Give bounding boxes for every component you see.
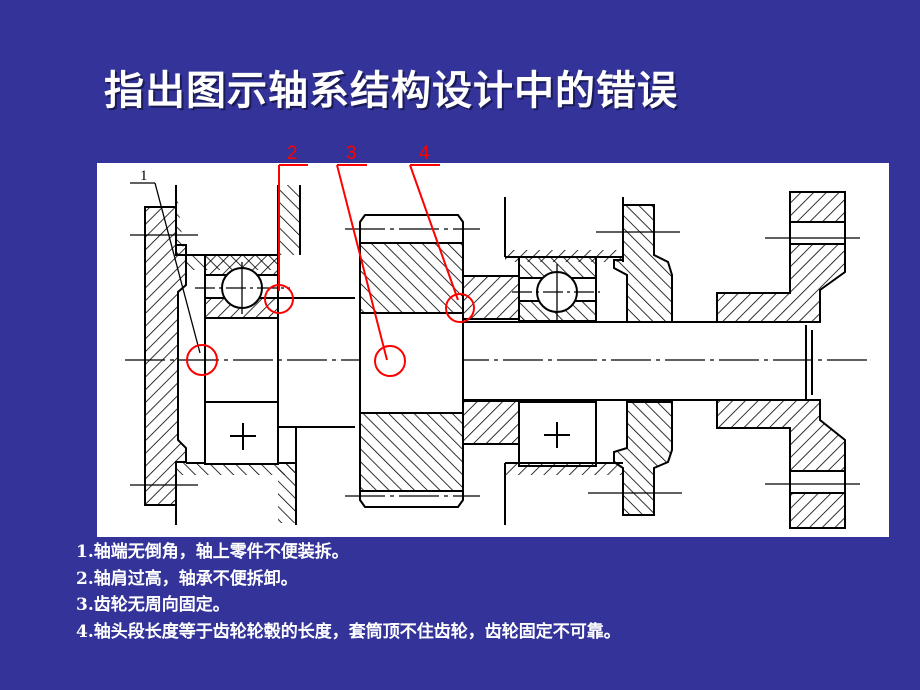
note-text: 轴端无倒角，轴上零件不便装拆。 xyxy=(93,542,349,562)
note-3: 3.齿轮无周向固定。 xyxy=(76,594,621,618)
note-number: 2. xyxy=(76,568,94,589)
drawing-panel xyxy=(97,163,889,537)
note-2: 2.轴肩过高，轴承不便拆卸。 xyxy=(76,568,621,592)
note-text: 轴肩过高，轴承不便拆卸。 xyxy=(93,568,298,589)
callout-4: 4 xyxy=(419,143,430,164)
slide-title: 指出图示轴系结构设计中的错误 xyxy=(104,68,678,114)
note-4: 4.轴头段长度等于齿轮轮毂的长度，套筒顶不住齿轮，齿轮固定不可靠。 xyxy=(76,621,621,645)
note-number: 4. xyxy=(76,621,94,642)
note-text: 轴头段长度等于齿轮轮毂的长度，套筒顶不住齿轮，齿轮固定不可靠。 xyxy=(93,621,621,642)
note-text: 齿轮无周向固定。 xyxy=(93,595,230,615)
callout-2: 2 xyxy=(287,143,298,164)
note-1: 1.轴端无倒角，轴上零件不便装拆。 xyxy=(76,541,621,565)
note-number: 1. xyxy=(76,542,94,562)
note-number: 3. xyxy=(76,595,94,615)
error-notes-list: 1.轴端无倒角，轴上零件不便装拆。 2.轴肩过高，轴承不便拆卸。 3.齿轮无周向… xyxy=(76,541,621,644)
callout-3: 3 xyxy=(346,143,357,164)
